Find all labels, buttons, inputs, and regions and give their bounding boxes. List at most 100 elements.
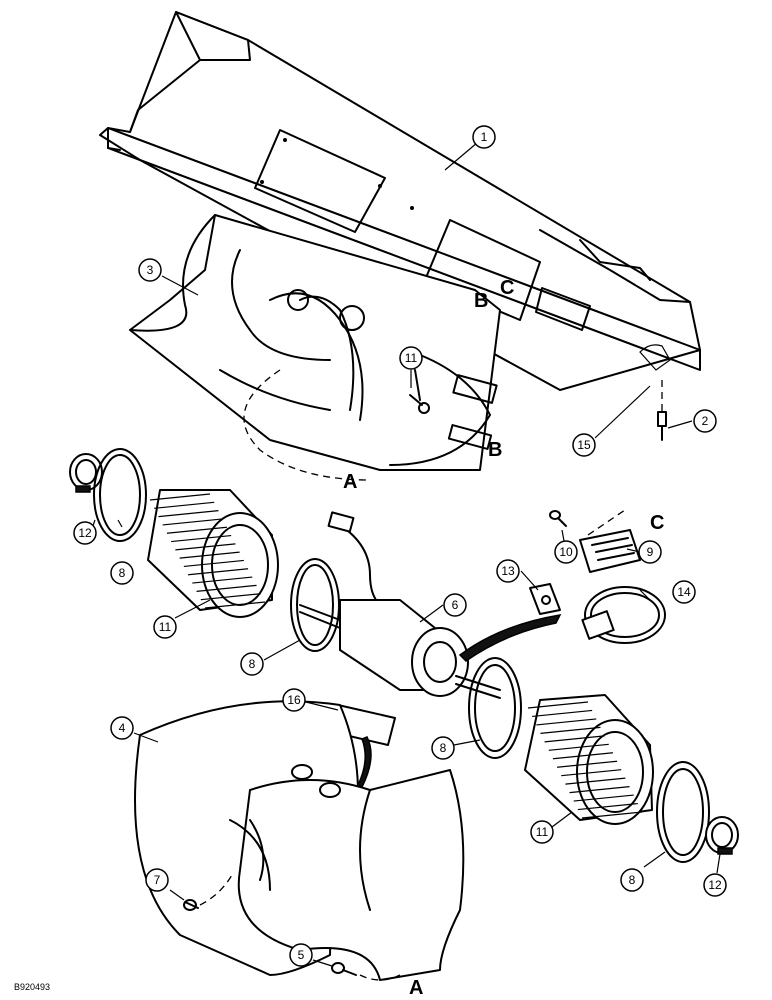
motor-part-6 [299,511,562,699]
wheel-blade [188,568,249,576]
screw-part-2 [657,411,667,441]
callout-9: 9 [638,540,662,564]
seal-ring-part-8-b [290,558,340,652]
svg-text:5: 5 [298,948,305,962]
svg-text:15: 15 [577,438,591,452]
wheel-blade [200,593,261,601]
wheel-blade [158,510,219,518]
wheel-blade [527,701,589,709]
blower-wheel-part-11-right [524,694,654,825]
wheel-blade [548,743,609,751]
top-panel-part [99,11,701,412]
callout-8-a: 8 [110,561,134,585]
callout-13: 13 [496,559,520,583]
svg-text:6: 6 [452,598,459,612]
svg-text:14: 14 [677,585,691,599]
seal-ring-part-8-d [656,761,710,863]
callout-11-a: 11 [399,346,423,370]
lower-housing-part-4 [134,700,465,981]
wheel-blade [577,802,638,811]
wheel-blade [179,551,240,559]
callout-2: 2 [693,409,717,433]
svg-text:2: 2 [702,414,709,428]
wheel-blade [166,526,227,534]
wheel-blade [532,709,593,718]
svg-text:11: 11 [159,620,172,634]
wheel-blade [149,493,211,501]
svg-text:7: 7 [154,873,161,887]
wheel-blade [196,584,257,592]
clamp-part-12-right [705,816,739,855]
wheel-blade [154,501,215,509]
wheel-blade [569,786,630,794]
wheel-blade [192,576,253,584]
wheel-blade [204,601,266,609]
leader-lines [87,136,721,967]
svg-text:9: 9 [647,545,654,559]
hose-clamp-part-14 [581,586,666,644]
resistor-part-9 [579,509,641,573]
svg-text:13: 13 [501,564,515,578]
callout-8-d: 8 [620,868,644,892]
wheel-blade [565,777,626,785]
svg-text:8: 8 [629,873,636,887]
callout-10: 10 [554,540,578,564]
callout-15: 15 [572,433,596,457]
callout-14: 14 [672,580,696,604]
callout-4: 4 [110,716,134,740]
blower-frame-part [129,214,501,481]
figure-code: B920493 [14,982,50,992]
wheel-blade [581,811,643,819]
svg-text:1: 1 [481,130,488,144]
ref-letter-a-lower: A [409,977,423,999]
svg-text:4: 4 [119,721,126,735]
screw-part-7 [183,874,233,911]
wheel-blade [171,534,232,543]
callout-3: 3 [138,258,162,282]
wheel-blade [183,559,244,568]
wheel-blade [175,543,236,551]
callout-8-c: 8 [431,736,455,760]
svg-text:8: 8 [440,741,447,755]
svg-text:11: 11 [536,825,549,839]
blower-wheel-part-11-left [147,489,279,618]
svg-text:3: 3 [147,263,154,277]
callout-8-b: 8 [240,652,264,676]
wheel-blade [544,735,605,743]
clamp-part-12-left [69,453,103,493]
svg-text:11: 11 [405,351,418,365]
seal-ring-part-8-a [93,448,147,542]
svg-text:8: 8 [119,566,126,580]
callout-11-b: 11 [153,615,177,639]
ref-letter-c-lower: C [650,512,664,534]
ref-letter-b-lower: B [488,439,502,461]
screw-part-11 [409,369,430,414]
svg-text:16: 16 [287,693,301,707]
svg-text:12: 12 [78,526,92,540]
callout-1: 1 [472,125,496,149]
callout-16: 16 [282,688,306,712]
wheel-blade [536,718,597,726]
wheel-blade [162,518,223,526]
svg-text:10: 10 [559,545,573,559]
callout-11-c: 11 [530,820,554,844]
ref-letter-a-upper: A [343,471,357,493]
svg-text:12: 12 [708,878,722,892]
wheel-blade [540,726,601,734]
ref-letter-c-upper: C [500,277,514,299]
wheel-blade [552,752,613,760]
screw-part-10 [549,510,567,527]
ref-letter-b-upper: B [474,290,488,312]
bracket-part-13 [529,583,561,615]
callout-5: 5 [289,943,313,967]
callout-12-b: 12 [703,873,727,897]
wheel-blade [561,769,622,777]
callout-7: 7 [145,868,169,892]
svg-text:8: 8 [249,657,256,671]
wheel-blade [573,794,634,802]
screw-part-5 [331,962,401,981]
callout-6: 6 [443,593,467,617]
callout-12-a: 12 [73,521,97,545]
